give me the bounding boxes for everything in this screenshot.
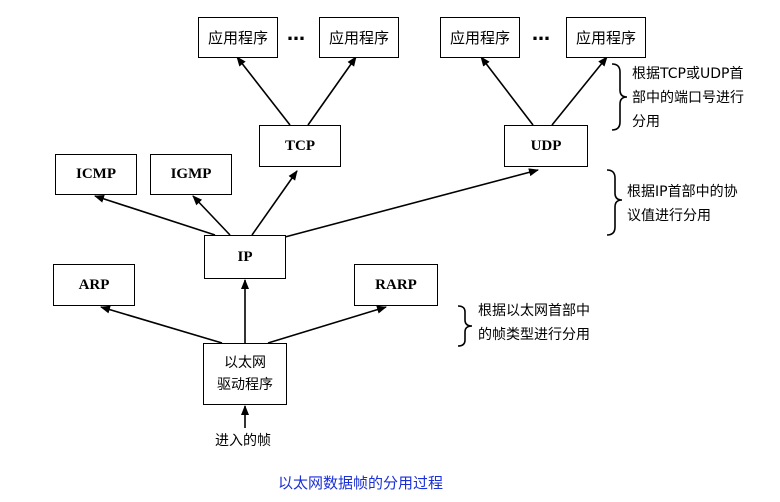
arp-label: ARP <box>78 276 110 293</box>
app-box-2-label: 应用程序 <box>328 29 389 47</box>
udp-label: UDP <box>530 137 562 154</box>
ellipsis-left: … <box>287 24 307 45</box>
figure-caption: 以太网数据帧的分用过程 <box>278 474 444 492</box>
note-frame-demux: 根据以太网首部中 的帧类型进行分用 <box>478 299 590 347</box>
tcp-label: TCP <box>285 137 315 154</box>
brace-port-demux <box>611 63 628 131</box>
note-port-demux-line-1: 根据TCP或UDP首 <box>632 66 744 82</box>
ip-box: IP <box>204 235 286 279</box>
app-box-3-label: 应用程序 <box>449 29 510 47</box>
note-port-demux-line-2: 部中的端口号进行 <box>632 90 744 106</box>
note-ip-demux: 根据IP首部中的协 议值进行分用 <box>627 180 738 228</box>
igmp-box: IGMP <box>150 154 232 195</box>
icmp-label: ICMP <box>76 166 116 182</box>
tcp-box: TCP <box>259 125 341 167</box>
note-port-demux: 根据TCP或UDP首 部中的端口号进行 分用 <box>632 62 744 134</box>
app-box-4: 应用程序 <box>566 17 646 58</box>
app-box-3: 应用程序 <box>440 17 520 58</box>
app-box-4-label: 应用程序 <box>575 29 636 47</box>
brace-frame-demux <box>457 305 473 347</box>
incoming-frame-label: 进入的帧 <box>215 433 271 449</box>
app-box-1-label: 应用程序 <box>207 29 268 47</box>
udp-box: UDP <box>504 125 588 167</box>
ethernet-driver-box: 以太网 驱动程序 <box>203 343 287 405</box>
note-port-demux-line-3: 分用 <box>632 114 660 130</box>
ip-label: IP <box>237 248 253 265</box>
note-ip-demux-line-1: 根据IP首部中的协 <box>627 184 738 200</box>
rarp-box: RARP <box>354 264 438 306</box>
app-box-1: 应用程序 <box>198 17 278 58</box>
icmp-box: ICMP <box>55 154 137 195</box>
ethernet-driver-line-1: 以太网 <box>224 355 266 371</box>
rarp-label: RARP <box>375 276 417 293</box>
arp-box: ARP <box>53 264 135 306</box>
note-frame-demux-line-2: 的帧类型进行分用 <box>478 327 590 343</box>
note-ip-demux-line-2: 议值进行分用 <box>627 208 711 224</box>
app-box-2: 应用程序 <box>319 17 399 58</box>
igmp-label: IGMP <box>170 166 212 182</box>
brace-ip-demux <box>606 169 623 236</box>
ethernet-driver-line-2: 驱动程序 <box>217 377 273 393</box>
note-frame-demux-line-1: 根据以太网首部中 <box>478 303 590 319</box>
ellipsis-right: … <box>532 24 552 45</box>
